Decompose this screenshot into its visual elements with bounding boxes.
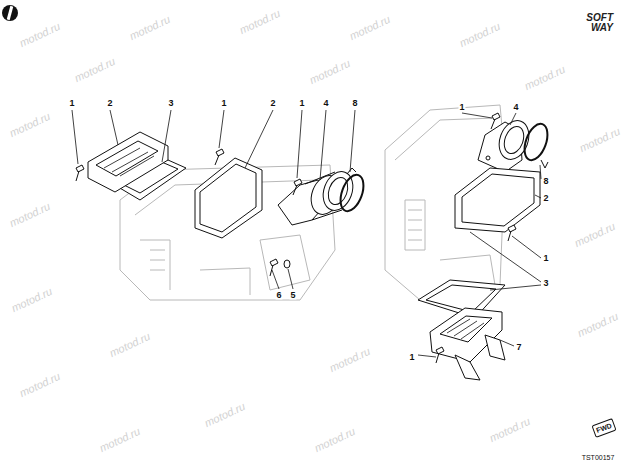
watermark: motod.ru <box>573 221 617 249</box>
direction-badge: FWD <box>591 418 616 438</box>
watermark: motod.ru <box>108 331 152 359</box>
brand-text: SOFT WAY <box>583 13 613 32</box>
brand-mark <box>2 5 18 21</box>
callout-number: 1 <box>298 99 305 108</box>
callout-number: 2 <box>269 99 276 108</box>
callout-number: 3 <box>167 99 174 108</box>
callout-number: 6 <box>275 291 282 300</box>
watermark: motod.ru <box>488 416 532 444</box>
callout-number: 1 <box>68 99 75 108</box>
watermark: motod.ru <box>98 426 142 454</box>
watermark: motod.ru <box>10 286 54 314</box>
watermark: motod.ru <box>128 14 172 42</box>
callout-number: 4 <box>512 103 519 112</box>
watermark: motod.ru <box>576 311 620 339</box>
callout-number: 2 <box>106 99 113 108</box>
watermark: motod.ru <box>348 14 392 42</box>
callout-number: 2 <box>542 194 549 203</box>
callout-number: 1 <box>408 353 415 362</box>
callout-number: 5 <box>289 291 296 300</box>
callout-number: 7 <box>515 343 522 352</box>
watermark: motod.ru <box>18 371 62 399</box>
watermark: motod.ru <box>8 111 52 139</box>
cover-plate <box>455 168 540 232</box>
watermark: motod.ru <box>313 426 357 454</box>
parts <box>76 113 552 380</box>
callout-number: 1 <box>458 103 465 112</box>
callout-number: 3 <box>542 279 549 288</box>
watermark: motod.ru <box>328 346 372 374</box>
watermark: motod.ru <box>458 21 502 49</box>
watermark: motod.ru <box>203 401 247 429</box>
cover-plate <box>195 158 262 238</box>
watermark: motod.ru <box>578 126 622 154</box>
leader-lines <box>72 110 541 357</box>
callout-number: 8 <box>542 177 549 186</box>
callout-number: 8 <box>351 99 358 108</box>
reed-cover <box>88 132 168 192</box>
callout-number: 4 <box>322 99 329 108</box>
watermark: motod.ru <box>308 58 352 86</box>
figure-code: TST00157 <box>582 454 615 461</box>
callout-number: 1 <box>542 254 549 263</box>
watermark: motod.ru <box>238 8 282 36</box>
watermark: motod.ru <box>18 21 62 49</box>
watermark: motod.ru <box>8 201 52 229</box>
watermark: motod.ru <box>523 64 567 92</box>
callout-number: 1 <box>220 99 227 108</box>
watermark: motod.ru <box>73 56 117 84</box>
